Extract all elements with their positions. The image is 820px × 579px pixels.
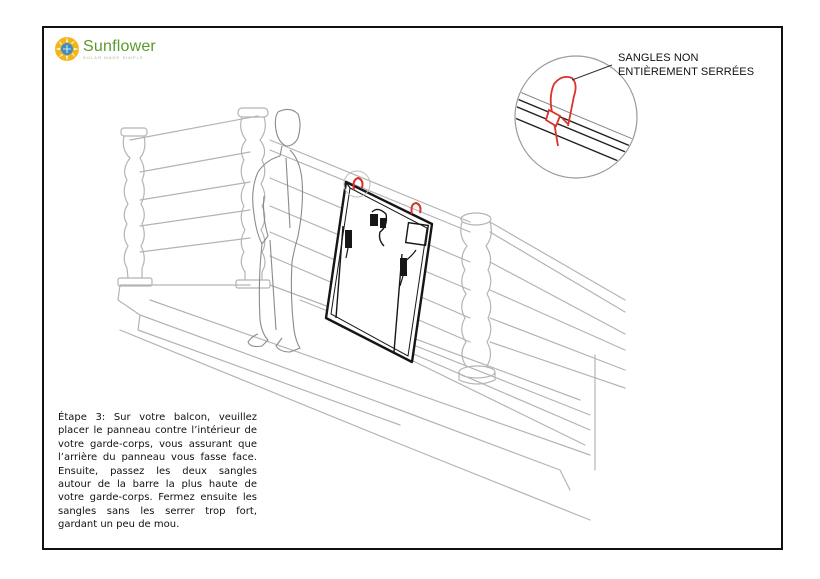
middle-post <box>235 107 271 289</box>
strap-callout-label: SANGLES NON ENTIÈREMENT SERRÉES <box>618 51 778 79</box>
left-post <box>117 127 153 287</box>
zoom-detail <box>514 55 638 179</box>
callout-line-1: SANGLES NON <box>618 52 699 64</box>
brand-tagline: SOLAR MADE SIMPLE <box>83 54 144 60</box>
right-post <box>458 212 496 385</box>
solar-panel <box>324 180 434 364</box>
page-frame <box>42 26 783 550</box>
strap-right <box>410 201 422 215</box>
step-instructions: Étape 3: Sur votre balcon, veuillez plac… <box>58 412 257 531</box>
strap-highlight-circle <box>343 170 371 198</box>
sunflower-logo-icon <box>55 37 79 61</box>
strap-left <box>352 176 364 191</box>
callout-leader-line <box>571 64 613 81</box>
balcony-floor <box>117 284 596 521</box>
brand-name: Sunflower <box>83 37 156 55</box>
sunflower-logo: Sunflower SOLAR MADE SIMPLE <box>54 36 156 62</box>
callout-line-2: ENTIÈREMENT SERRÉES <box>618 66 755 78</box>
person-figure <box>247 108 304 353</box>
left-railing <box>129 115 259 253</box>
